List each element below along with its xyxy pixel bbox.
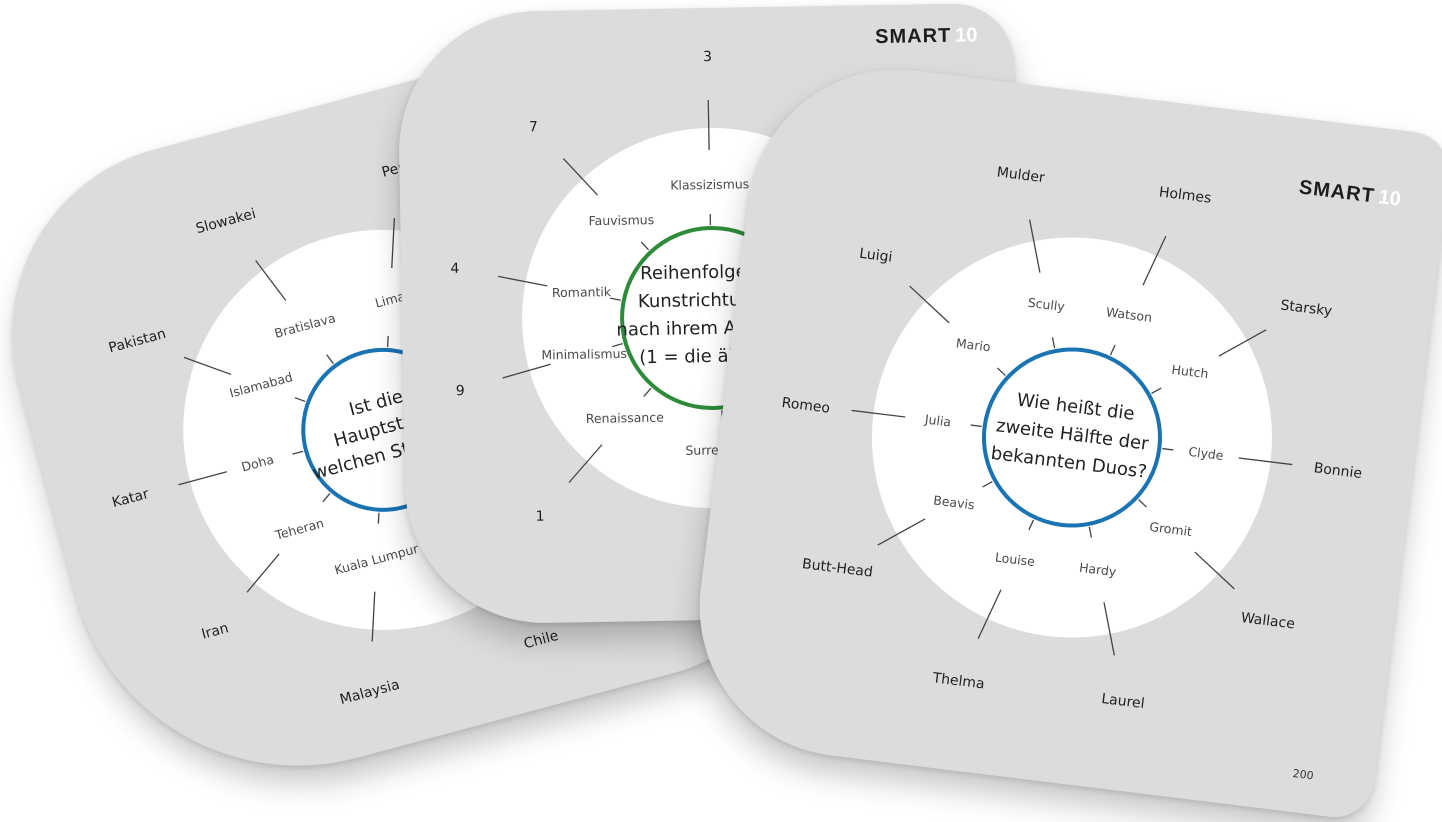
- spoke-answer-label: Wallace: [1240, 610, 1296, 632]
- brand-number: 10: [955, 24, 978, 46]
- spoke-answer-label: Luigi: [858, 246, 893, 266]
- brand-word: SMART: [1298, 176, 1376, 207]
- spoke-answer-label: Malaysia: [338, 677, 401, 708]
- spoke-answer-label: Mulder: [996, 165, 1046, 187]
- spoke-answer-label: Romeo: [781, 395, 831, 417]
- spoke-hint-label: Renaissance: [586, 410, 665, 426]
- spoke-hint-label: Julia: [923, 411, 952, 429]
- card-number: 200: [1292, 767, 1314, 782]
- spoke-answer-label: Thelma: [931, 670, 986, 692]
- spoke-answer-label: Pakistan: [107, 326, 168, 357]
- card-duos-graphic: ScullyMulderWatsonHolmesHutchStarskyClyd…: [683, 52, 1442, 821]
- spoke-answer-label: 1: [536, 509, 545, 525]
- spoke-tick-outer: [708, 100, 709, 150]
- spoke-hint-label: Romantik: [552, 284, 612, 300]
- spoke-answer-label: 3: [703, 49, 712, 65]
- spoke-answer-label: Bonnie: [1313, 460, 1363, 482]
- spoke-answer-label: Starsky: [1280, 297, 1333, 319]
- spoke-hint-label: Fauvismus: [588, 212, 654, 228]
- spoke-answer-label: 4: [450, 261, 459, 277]
- spoke-hint-label: Minimalismus: [541, 346, 627, 362]
- spoke-answer-label: Laurel: [1101, 691, 1146, 712]
- spoke-answer-label: Slowakei: [194, 206, 258, 237]
- brand-logo: SMART 10: [1298, 176, 1402, 210]
- spoke-answer-label: Butt-Head: [801, 556, 874, 581]
- spoke-answer-label: Iran: [200, 620, 231, 643]
- spoke-answer-label: Holmes: [1158, 184, 1212, 206]
- spoke-answer-label: 9: [456, 383, 465, 399]
- brand-number: 10: [1377, 186, 1402, 211]
- spoke-answer-label: 7: [529, 119, 538, 135]
- brand-logo: SMART 10: [875, 24, 978, 48]
- spoke-answer-label: Katar: [110, 486, 150, 511]
- brand-word: SMART: [875, 25, 951, 48]
- spoke-answer-label: Chile: [522, 628, 560, 653]
- spoke-hint-label: Klassizismus: [670, 176, 749, 192]
